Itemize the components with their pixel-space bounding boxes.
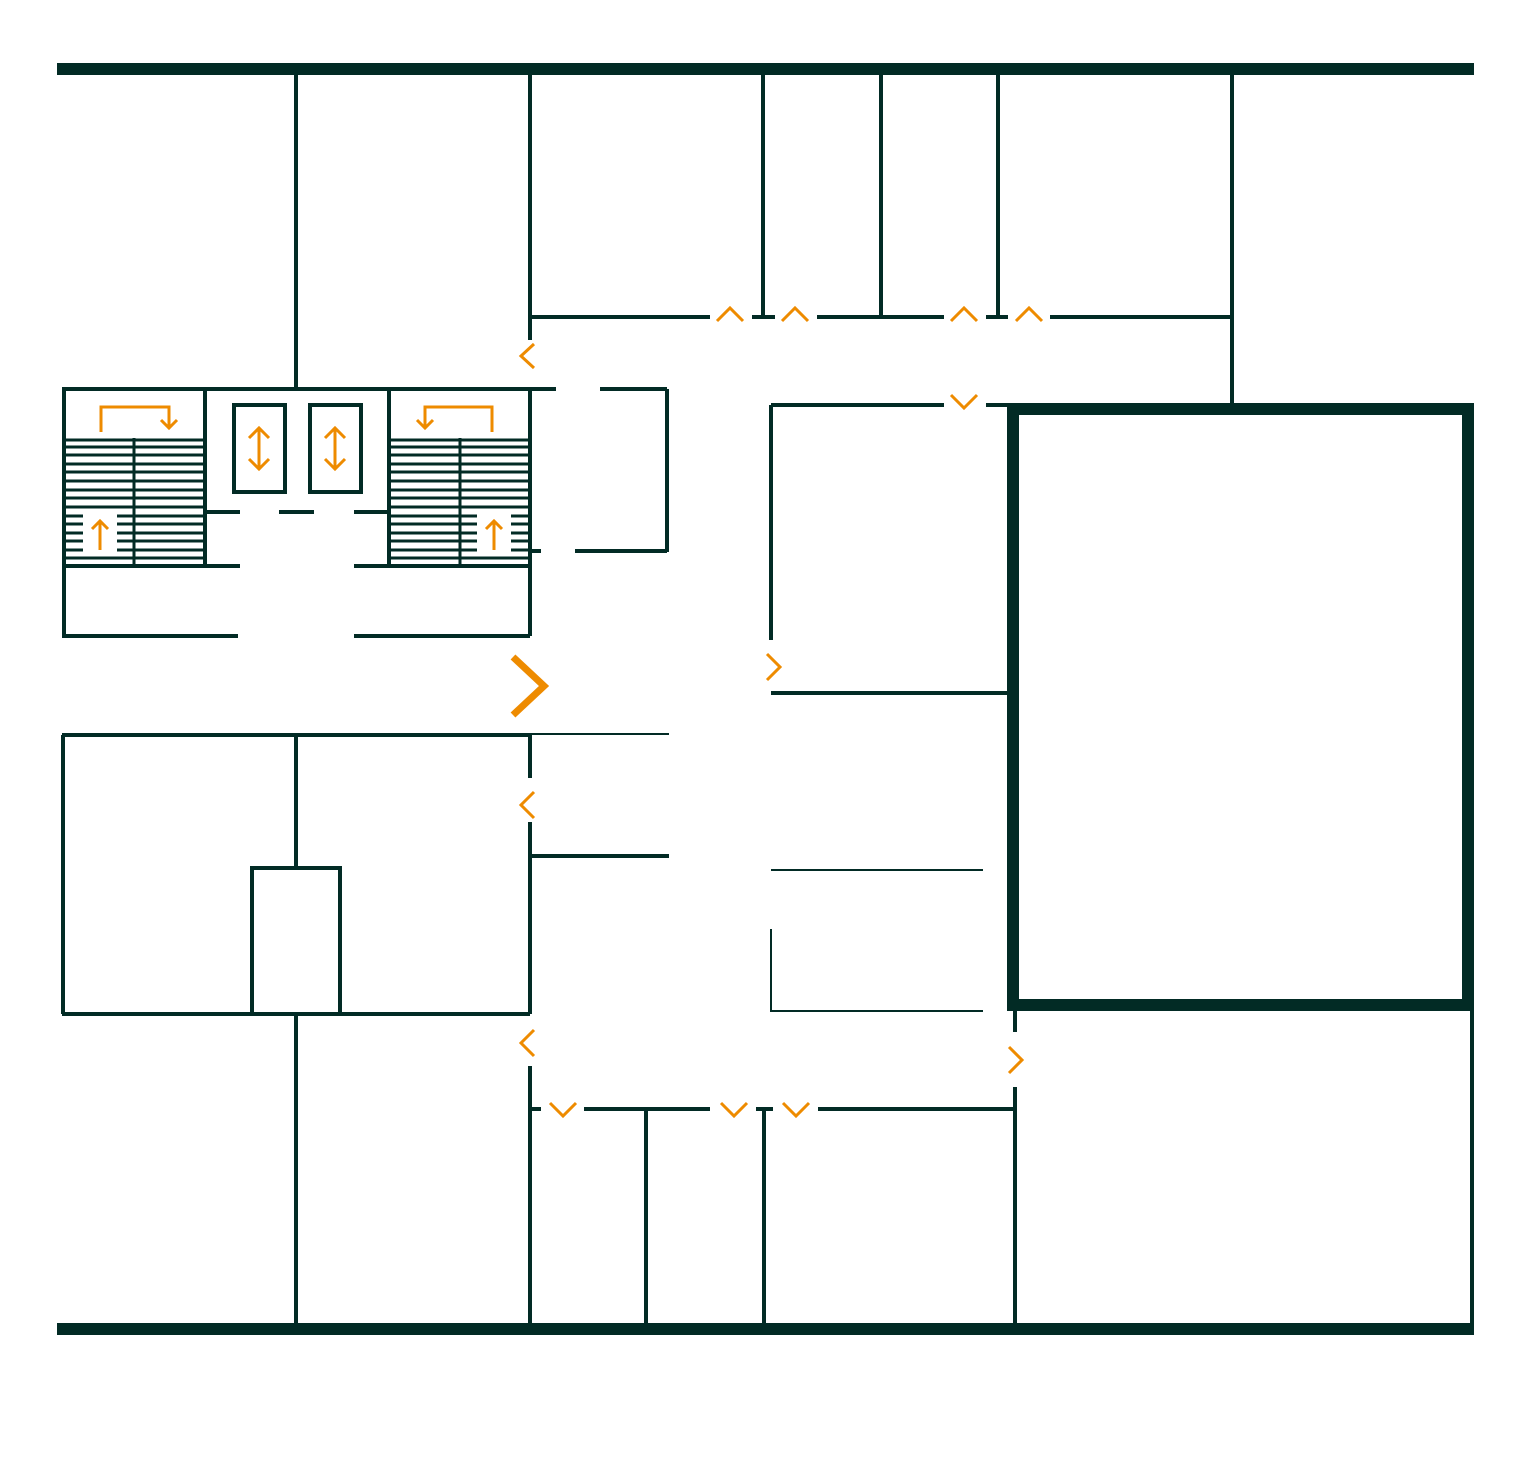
central-room-walls xyxy=(769,403,1010,1012)
chevron-icon xyxy=(719,1101,749,1119)
stair-arrows xyxy=(90,405,504,550)
up-down-arrow-icon xyxy=(323,425,347,472)
chevron-icon xyxy=(765,652,783,682)
chevron-icon xyxy=(518,790,536,820)
arrow-icon xyxy=(415,405,494,432)
stair-elevator-core xyxy=(62,387,556,638)
elevator-arrows xyxy=(247,425,347,472)
chevron-icon xyxy=(1014,305,1044,323)
bottom-office-walls xyxy=(528,1066,1015,1329)
chevron-icon xyxy=(715,305,745,323)
top-office-walls xyxy=(294,69,1234,405)
chevron-icon xyxy=(518,342,536,370)
door-chevrons xyxy=(518,305,1044,1119)
left-lower-walls xyxy=(61,733,669,1329)
up-down-arrow-icon xyxy=(247,425,271,472)
entrance-chevron-icon xyxy=(510,654,550,718)
arrow-icon xyxy=(484,518,504,550)
chevron-icon xyxy=(949,393,979,411)
chevron-icon xyxy=(1007,1045,1025,1075)
arrow-icon xyxy=(99,405,179,432)
chevron-icon xyxy=(781,1101,811,1119)
elevator-right xyxy=(308,403,363,494)
chevron-icon xyxy=(548,1101,578,1119)
large-hall xyxy=(1007,403,1474,1011)
elevator-left xyxy=(232,403,287,494)
stair-left xyxy=(66,438,203,566)
utility-shaft xyxy=(250,866,342,1016)
stair-right xyxy=(391,438,528,566)
chevron-icon xyxy=(780,305,810,323)
chevron-icon xyxy=(949,305,979,323)
small-room-walls xyxy=(530,387,669,553)
chevron-icon xyxy=(518,1028,536,1058)
arrow-icon xyxy=(90,518,110,550)
